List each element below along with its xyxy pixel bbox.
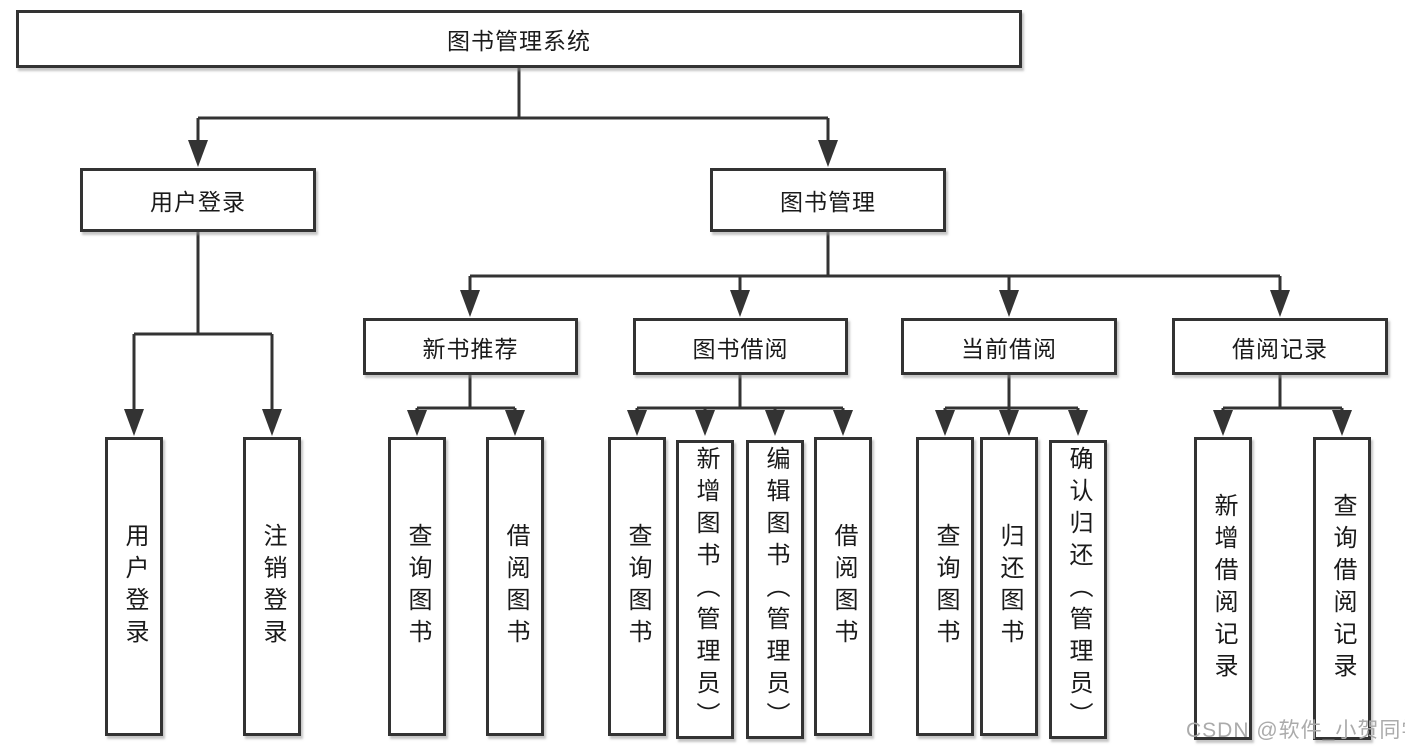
leaf-records-query: 查询借阅记录 <box>1313 437 1371 740</box>
leaf-user-login-label: 用户登录 <box>121 522 148 651</box>
leaf-currentborrow-return-label: 归还图书 <box>996 522 1023 651</box>
leaf-newbooks-query: 查询图书 <box>388 437 446 736</box>
leaf-bookborrow-query: 查询图书 <box>608 437 666 736</box>
node-user-login-label: 用户登录 <box>150 189 246 215</box>
leaf-newbooks-borrow-label: 借阅图书 <box>502 522 529 651</box>
node-borrow-records-label: 借阅记录 <box>1232 335 1328 362</box>
node-new-books-label: 新书推荐 <box>422 335 519 362</box>
leaf-bookborrow-edit-label: 编辑图书（管理员） <box>762 445 789 734</box>
leaf-bookborrow-borrow: 借阅图书 <box>814 437 872 736</box>
node-book-mgmt: 图书管理 <box>710 168 946 232</box>
leaf-bookborrow-borrow-label: 借阅图书 <box>830 522 857 651</box>
watermark: CSDN @软件_小贺同学 <box>1186 719 1405 742</box>
node-new-books: 新书推荐 <box>363 318 578 375</box>
node-current-borrow: 当前借阅 <box>901 318 1117 375</box>
node-book-borrow: 图书借阅 <box>633 318 848 375</box>
node-root-label: 图书管理系统 <box>447 28 591 54</box>
leaf-currentborrow-confirm-label: 确认归还（管理员） <box>1065 445 1092 734</box>
leaf-user-login: 用户登录 <box>105 437 163 736</box>
node-borrow-records: 借阅记录 <box>1172 318 1388 375</box>
leaf-records-query-label: 查询借阅记录 <box>1329 492 1356 685</box>
node-book-mgmt-label: 图书管理 <box>780 189 876 215</box>
arrowheads <box>124 140 1352 436</box>
node-book-borrow-label: 图书借阅 <box>692 335 789 362</box>
leaf-records-add-label: 新增借阅记录 <box>1210 492 1237 685</box>
node-user-login: 用户登录 <box>80 168 316 232</box>
leaf-newbooks-borrow: 借阅图书 <box>486 437 544 736</box>
leaf-bookborrow-query-label: 查询图书 <box>624 522 651 651</box>
leaf-currentborrow-confirm: 确认归还（管理员） <box>1049 440 1107 739</box>
leaf-bookborrow-add-label: 新增图书（管理员） <box>692 445 719 734</box>
leaf-currentborrow-return: 归还图书 <box>980 437 1038 736</box>
node-root: 图书管理系统 <box>16 10 1022 68</box>
leaf-bookborrow-add: 新增图书（管理员） <box>676 440 734 739</box>
leaf-records-add: 新增借阅记录 <box>1194 437 1252 740</box>
leaf-currentborrow-query: 查询图书 <box>916 437 974 736</box>
leaf-newbooks-query-label: 查询图书 <box>404 522 431 651</box>
leaf-currentborrow-query-label: 查询图书 <box>932 522 959 651</box>
node-current-borrow-label: 当前借阅 <box>961 335 1057 362</box>
leaf-logout: 注销登录 <box>243 437 301 736</box>
leaf-bookborrow-edit: 编辑图书（管理员） <box>746 440 804 739</box>
leaf-logout-label: 注销登录 <box>259 522 286 651</box>
